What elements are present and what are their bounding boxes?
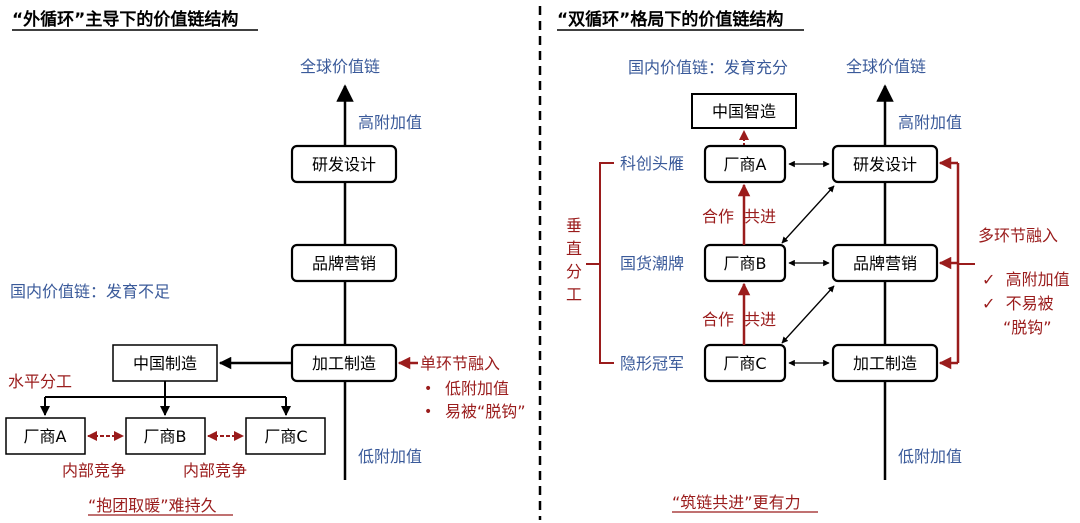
right-check-not-easy: ✓ 不易被 xyxy=(982,294,1054,313)
right-vertical-division-label-2: 直 xyxy=(566,239,582,258)
left-bullet-dot-2: • xyxy=(424,404,432,420)
right-rd-box-label: 研发设计 xyxy=(853,155,917,174)
left-horizontal-division-label: 水平分工 xyxy=(8,372,72,391)
right-vendor-c-label: 厂商C xyxy=(723,354,766,373)
right-link-c-brand xyxy=(781,285,835,344)
right-link-b-rd xyxy=(781,185,835,244)
right-vertical-division-label-4: 工 xyxy=(566,285,582,304)
left-high-value-label: 高附加值 xyxy=(358,113,422,132)
left-vendor-c-box xyxy=(245,417,326,455)
left-single-link-label: 单环节融入 xyxy=(420,354,500,373)
left-vendor-a-box xyxy=(5,417,86,455)
left-vendor-b-box xyxy=(125,417,206,455)
left-vendor-c-label: 厂商C xyxy=(264,427,307,446)
right-title: “双循环”格局下的价值链结构 xyxy=(557,9,783,30)
right-vertical-division-label-1: 垂 xyxy=(566,216,582,235)
right-china-smart-box xyxy=(691,93,797,129)
right-yinxing-label: 隐形冠军 xyxy=(620,354,684,373)
right-vertical-division-label-3: 分 xyxy=(566,262,582,281)
left-low-value-label: 低附加值 xyxy=(358,447,422,466)
right-kechuang-label: 科创头雁 xyxy=(620,154,684,173)
right-mfg-box-label: 加工制造 xyxy=(853,354,917,373)
left-vendor-a-label: 厂商A xyxy=(24,427,67,446)
right-decouple-label: “脱钩” xyxy=(1003,318,1052,337)
right-domestic-chain-label: 国内价值链：发育充分 xyxy=(628,58,788,77)
left-title: “外循环”主导下的价值链结构 xyxy=(12,9,238,30)
right-brand-box-label: 品牌营销 xyxy=(853,254,917,273)
left-internal-competition-1: 内部竞争 xyxy=(62,461,126,480)
right-check-high-value: ✓ 高附加值 xyxy=(982,270,1070,289)
left-global-chain-label: 全球价值链 xyxy=(300,57,380,76)
right-vendor-a-box xyxy=(703,144,787,184)
right-vertical-bracket xyxy=(586,162,614,364)
right-guohuo-label: 国货潮牌 xyxy=(620,254,684,273)
left-bullet-dot-1: • xyxy=(424,381,432,397)
left-brand-box xyxy=(290,243,398,283)
left-bullet-low-value: 低附加值 xyxy=(445,379,509,398)
left-rd-box-label: 研发设计 xyxy=(312,155,376,174)
right-vendor-a-label: 厂商A xyxy=(724,155,767,174)
right-vendor-b-label: 厂商B xyxy=(724,254,767,273)
left-china-mfg-box xyxy=(112,344,218,382)
left-rd-box xyxy=(290,144,398,184)
right-conclusion: “筑链共进”更有力 xyxy=(672,493,801,512)
right-brand-box xyxy=(831,243,939,283)
left-conclusion: “抱团取暖”难持久 xyxy=(88,496,217,515)
right-cooperate-2: 合作 共进 xyxy=(702,310,776,329)
right-cooperate-1: 合作 共进 xyxy=(702,207,776,226)
right-multi-link-label: 多环节融入 xyxy=(978,226,1058,245)
right-high-value-label: 高附加值 xyxy=(898,113,962,132)
right-low-value-label: 低附加值 xyxy=(898,447,962,466)
left-bullet-decouple: 易被“脱钩” xyxy=(445,402,526,421)
right-china-smart-label: 中国智造 xyxy=(712,102,776,121)
right-mfg-box xyxy=(831,343,939,383)
right-global-chain-label: 全球价值链 xyxy=(846,57,926,76)
left-internal-competition-2: 内部竞争 xyxy=(183,461,247,480)
left-brand-box-label: 品牌营销 xyxy=(312,254,376,273)
right-rd-box xyxy=(831,144,939,184)
left-mfg-box-label: 加工制造 xyxy=(312,354,376,373)
left-domestic-chain-label: 国内价值链：发育不足 xyxy=(10,282,170,301)
left-china-mfg-box-label: 中国制造 xyxy=(133,354,197,373)
left-vendor-b-label: 厂商B xyxy=(144,427,187,446)
